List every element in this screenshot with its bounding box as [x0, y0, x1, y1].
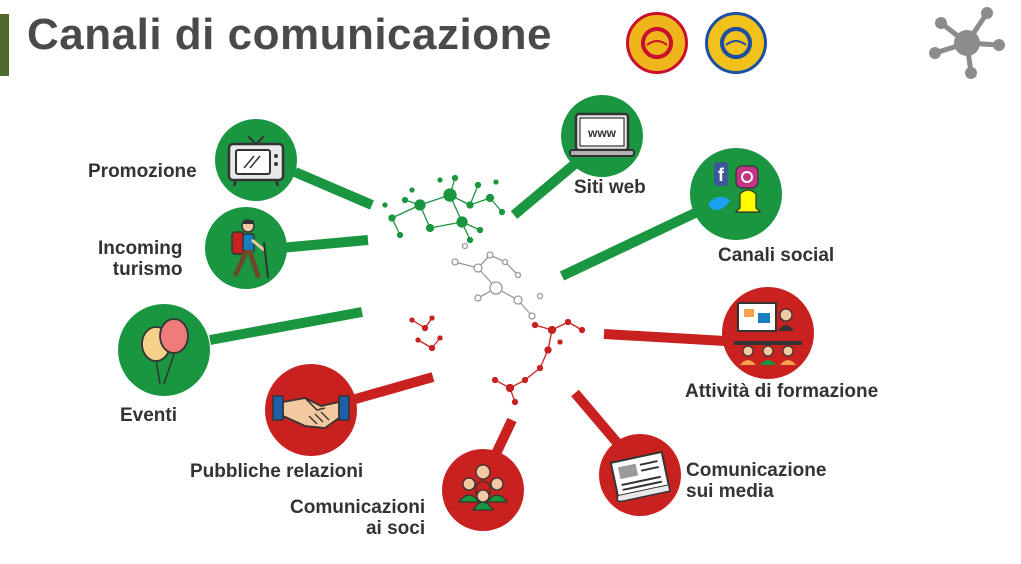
label-social: Canali social: [718, 245, 835, 266]
connector-formazione: [603, 329, 726, 346]
connector-eventi: [209, 307, 363, 345]
training-class-icon: [734, 302, 802, 365]
newspaper-icon: [609, 450, 671, 503]
label-relazioni: Pubbliche relazioni: [190, 461, 364, 482]
label-formazione: Attività di formazione: [685, 381, 879, 402]
connector-social: [559, 208, 698, 281]
connector-promozione: [293, 167, 374, 210]
television-icon: [227, 135, 285, 187]
title-accent-bar: [0, 14, 9, 76]
igp-seal-icon: [705, 12, 767, 74]
handshake-icon: [272, 395, 350, 429]
node-formazione: [722, 287, 814, 379]
balloons-icon: [141, 318, 189, 385]
browser-www-text: www: [587, 126, 617, 140]
social-media-icon: f: [708, 162, 762, 213]
label-promozione: Promozione: [88, 161, 197, 182]
label-soci: Comunicazioni ai soci: [290, 497, 426, 539]
connector-incoming: [279, 235, 369, 253]
node-social: [690, 148, 782, 240]
website-icon: www: [569, 112, 635, 157]
label-media: Comunicazione sui media: [686, 460, 827, 502]
connector-relazioni: [350, 372, 435, 405]
label-incoming: Incoming turismo: [98, 238, 183, 280]
hiker-icon: [231, 219, 269, 279]
svg-text:f: f: [718, 165, 725, 185]
connector-web: [510, 154, 586, 219]
group-members-icon: [457, 464, 509, 511]
network-nodes-icon: [929, 7, 1005, 79]
dop-seal-icon: [626, 12, 688, 74]
label-eventi: Eventi: [120, 405, 178, 426]
italy-network-map: [382, 174, 586, 406]
page-title: Canali di comunicazione: [27, 10, 552, 59]
label-web: Siti web: [574, 177, 646, 198]
